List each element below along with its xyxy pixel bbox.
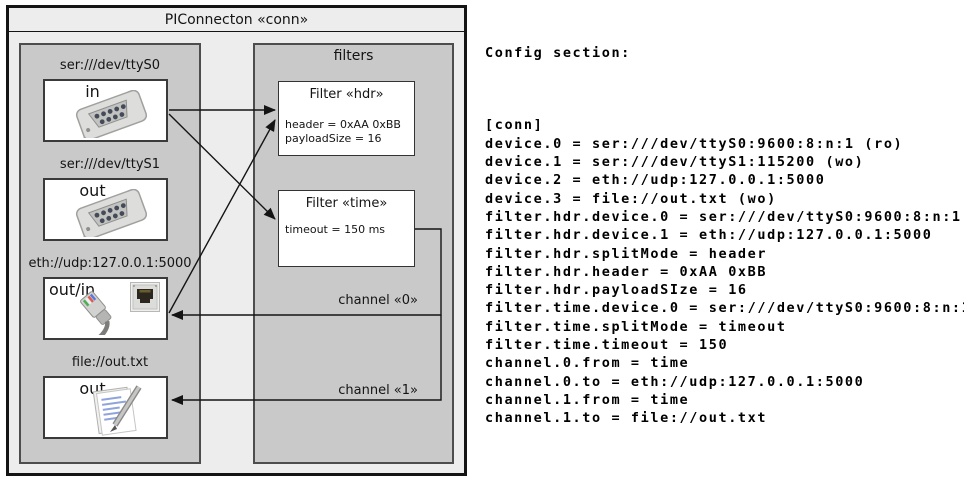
ethernet-cable-icon — [80, 291, 112, 335]
filter-time-title: Filter «time» — [305, 196, 388, 211]
config-line: filter.hdr.device.1 = eth://udp:127.0.0.… — [485, 227, 933, 244]
device-label-ttys1: ser:///dev/ttyS1 — [59, 157, 161, 172]
filter-time-param-timeout: timeout = 150 ms — [285, 223, 386, 236]
notepad-icon — [92, 385, 142, 436]
channel-0-label: channel «0» — [338, 293, 418, 308]
device-port-label: in — [85, 82, 100, 101]
config-line: device.3 = file://out.txt (wo) — [485, 190, 777, 207]
connection-diagram: PIConnecton «conn» ser:///dev/ttyS0 in s… — [6, 5, 467, 476]
filter-time-box: Filter «time» timeout = 150 ms — [278, 190, 415, 267]
filters-panel: filters Filter «hdr» header = 0xAA 0xBB … — [253, 43, 454, 464]
serial-connector-icon — [75, 189, 148, 237]
filter-hdr-param-payloadsize: payloadSize = 16 — [285, 132, 382, 145]
devices-panel: ser:///dev/ttyS0 in ser:///dev/ttyS1 out — [19, 43, 201, 464]
device-port-label: out/in — [49, 280, 96, 299]
config-line: filter.hdr.payloadSIze = 16 — [485, 282, 748, 299]
config-line: filter.time.splitMode = timeout — [485, 318, 787, 335]
config-line: filter.hdr.device.0 = ser:///dev/ttyS0:9… — [485, 208, 962, 225]
config-line: channel.0.from = time — [485, 355, 690, 372]
serial-connector-icon — [75, 90, 148, 138]
config-line: filter.hdr.header = 0xAA 0xBB — [485, 263, 768, 280]
device-box-ttys1: out — [43, 178, 168, 241]
config-line: channel.1.to = file://out.txt — [485, 410, 768, 427]
config-line: device.1 = ser:///dev/ttyS1:115200 (wo) — [485, 154, 865, 171]
filter-hdr-param-header: header = 0xAA 0xBB — [285, 118, 401, 131]
device-port-label: out — [79, 181, 106, 200]
filter-hdr-title: Filter «hdr» — [309, 87, 384, 102]
device-label-ttys0: ser:///dev/ttyS0 — [59, 58, 161, 73]
config-line: filter.time.timeout = 150 — [485, 337, 729, 354]
device-box-eth: out/in — [43, 277, 168, 340]
device-label-file: file://out.txt — [71, 355, 149, 370]
config-section: Config section: [conn]device.0 = ser:///… — [485, 7, 964, 446]
diagram-title: PIConnecton «conn» — [9, 8, 464, 32]
config-line: channel.1.from = time — [485, 391, 690, 408]
device-label-eth: eth://udp:127.0.0.1:5000 — [28, 256, 192, 271]
config-line: filter.time.device.0 = ser:///dev/ttyS0:… — [485, 300, 964, 317]
config-line: filter.hdr.splitMode = header — [485, 245, 768, 262]
device-box-ttys0: in — [43, 79, 168, 142]
config-section-title: Config section: — [485, 44, 631, 61]
channel-1-label: channel «1» — [338, 383, 418, 398]
config-line: device.2 = eth://udp:127.0.0.1:5000 — [485, 172, 826, 189]
filter-hdr-box: Filter «hdr» header = 0xAA 0xBB payloadS… — [278, 81, 415, 156]
device-box-file: out — [43, 376, 168, 439]
config-line: [conn] — [485, 117, 544, 134]
filters-panel-title: filters — [333, 48, 374, 64]
config-lines: [conn]device.0 = ser:///dev/ttyS0:9600:8… — [485, 116, 964, 427]
config-line: channel.0.to = eth://udp:127.0.0.1:5000 — [485, 373, 865, 390]
config-line: device.0 = ser:///dev/ttyS0:9600:8:n:1 (… — [485, 135, 904, 152]
ethernet-port-icon — [130, 282, 160, 312]
